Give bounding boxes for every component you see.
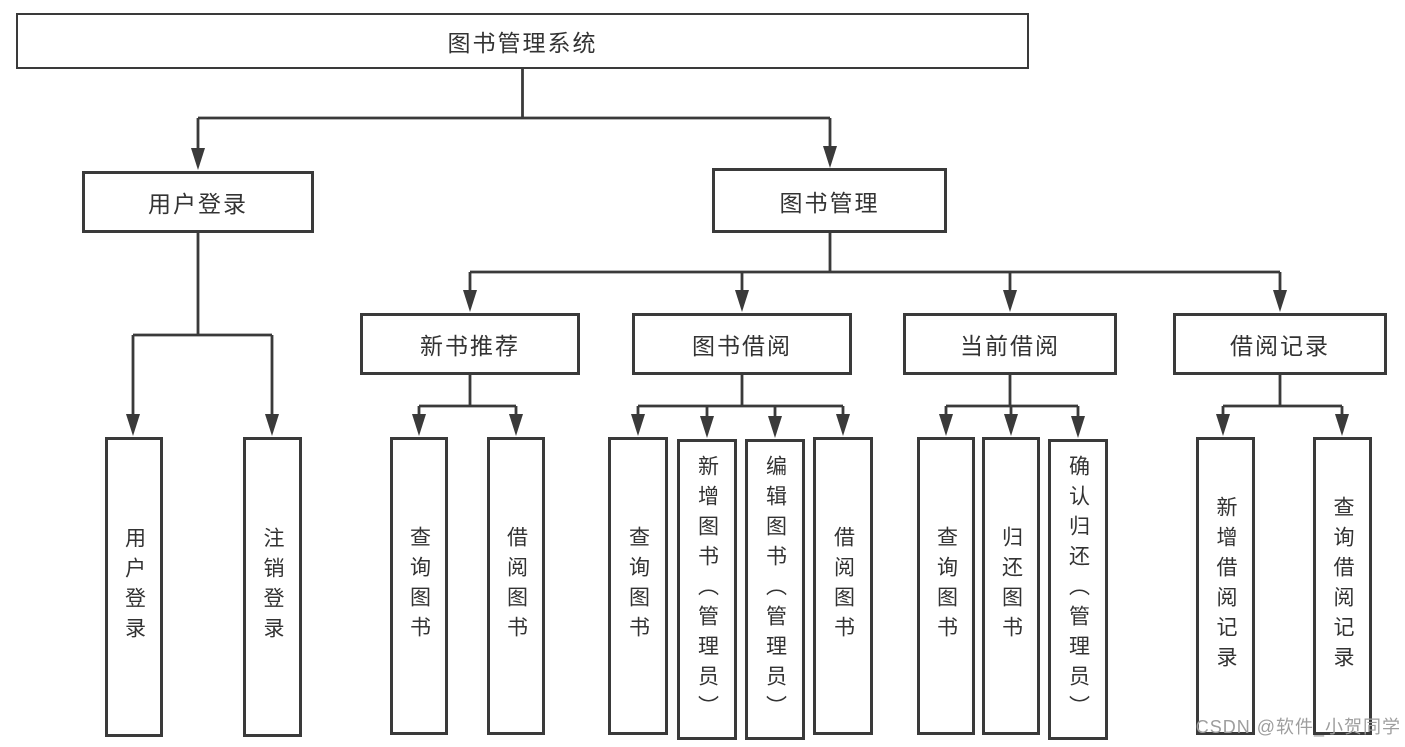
node-label: 借阅记录	[1230, 333, 1330, 359]
node-user-login: 用户登录	[82, 171, 314, 233]
arrow-icon	[1003, 290, 1017, 312]
node-book-borrowing: 图书借阅	[632, 313, 852, 375]
leaf-query-books-borrowing: 查询图书	[608, 437, 668, 735]
leaf-add-book-admin: 新增图书（管理员）	[677, 439, 737, 740]
arrow-icon	[768, 416, 782, 438]
arrow-icon	[836, 414, 850, 436]
node-label: 查询图书	[407, 526, 431, 646]
node-label: 新书推荐	[420, 333, 520, 359]
node-label: 新增图书（管理员）	[695, 454, 719, 725]
arrow-icon	[1071, 416, 1085, 438]
node-label: 注销登录	[261, 527, 284, 647]
node-label: 用户登录	[148, 191, 248, 217]
node-label: 确认归还（管理员）	[1066, 454, 1090, 725]
node-label: 用户登录	[122, 527, 146, 647]
arrow-icon	[823, 146, 837, 168]
arrow-icon	[700, 416, 714, 438]
node-label: 当前借阅	[960, 333, 1060, 359]
arrow-icon	[1216, 414, 1230, 436]
arrow-icon	[265, 414, 279, 436]
node-current-borrowing: 当前借阅	[903, 313, 1117, 375]
arrow-icon	[939, 414, 953, 436]
node-label: 查询借阅记录	[1331, 496, 1354, 676]
leaf-add-borrow-record: 新增借阅记录	[1196, 437, 1255, 735]
csdn-watermark: CSDN @软件_小贺同学	[1195, 717, 1401, 737]
arrow-icon	[1004, 414, 1018, 436]
node-label: 图书借阅	[692, 333, 792, 359]
leaf-edit-book-admin: 编辑图书（管理员）	[745, 439, 805, 740]
arrow-icon	[509, 414, 523, 436]
node-label: 编辑图书（管理员）	[763, 454, 787, 725]
node-book-management: 图书管理	[712, 168, 947, 233]
leaf-confirm-return-admin: 确认归还（管理员）	[1048, 439, 1108, 740]
leaf-borrow-books: 借阅图书	[813, 437, 873, 735]
leaf-user-login: 用户登录	[105, 437, 163, 737]
leaf-query-books-recommend: 查询图书	[390, 437, 448, 735]
node-label: 归还图书	[999, 526, 1023, 646]
leaf-logout-login: 注销登录	[243, 437, 302, 737]
leaf-borrow-books-recommend: 借阅图书	[487, 437, 545, 735]
leaf-query-borrow-record: 查询借阅记录	[1313, 437, 1372, 735]
node-label: 借阅图书	[831, 526, 855, 646]
node-new-book-recommend: 新书推荐	[360, 313, 580, 375]
arrow-icon	[191, 148, 205, 170]
node-label: 查询图书	[934, 526, 958, 646]
node-label: 借阅图书	[504, 526, 528, 646]
arrow-icon	[412, 414, 426, 436]
node-label: 新增借阅记录	[1214, 496, 1237, 676]
node-label: 图书管理系统	[447, 30, 598, 56]
arrow-icon	[631, 414, 645, 436]
node-root-library-system: 图书管理系统	[16, 13, 1029, 69]
arrow-icon	[1273, 290, 1287, 312]
arrow-icon	[126, 414, 140, 436]
arrow-icon	[1335, 414, 1349, 436]
node-label: 图书管理	[779, 189, 880, 216]
leaf-query-books-current: 查询图书	[917, 437, 975, 735]
node-label: 查询图书	[626, 526, 650, 646]
arrow-icon	[735, 290, 749, 312]
node-borrowing-records: 借阅记录	[1173, 313, 1387, 375]
arrow-icon	[463, 290, 477, 312]
leaf-return-book: 归还图书	[982, 437, 1040, 735]
